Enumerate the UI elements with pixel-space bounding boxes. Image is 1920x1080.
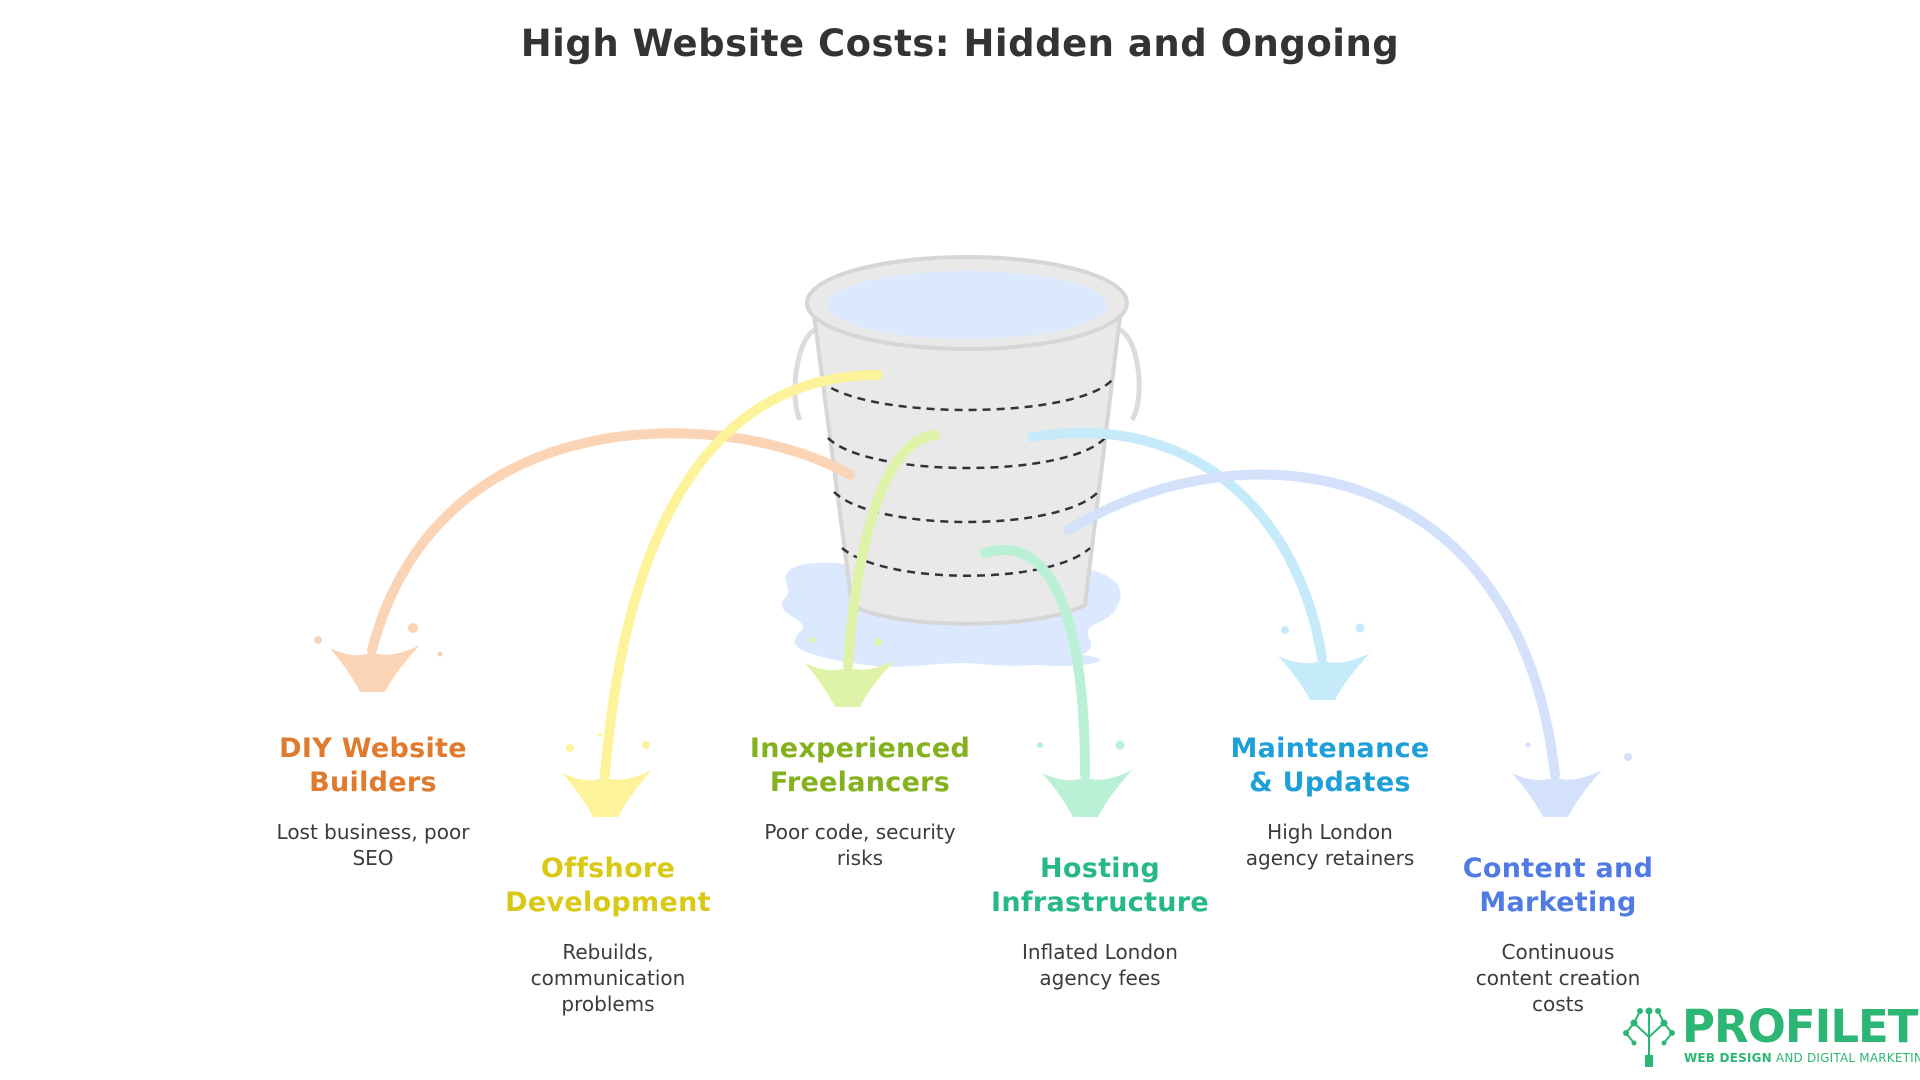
stream-hosting <box>980 545 1090 780</box>
item-maintenance-updates: Maintenance & Updates High London agency… <box>1200 732 1460 871</box>
bucket-handle <box>792 327 817 422</box>
item-inexperienced-freelancers: Inexperienced Freelancers Poor code, sec… <box>730 732 990 871</box>
stream-offshore <box>600 370 883 780</box>
item-heading: Maintenance & Updates <box>1230 733 1430 798</box>
item-heading: Content and Marketing <box>1462 853 1654 918</box>
logo-brand-text: PROFILETREE <box>1682 1000 1920 1053</box>
tree-network-icon <box>1623 1007 1675 1067</box>
splash-offshore <box>562 733 652 817</box>
item-diy-website-builders: DIY Website Builders Lost business, poor… <box>243 732 503 871</box>
stream-content <box>1063 469 1560 780</box>
item-description: High London agency retainers <box>1245 820 1415 870</box>
bucket-water <box>827 271 1107 339</box>
logo-tagline: WEB DESIGN AND DIGITAL MARKETING <box>1684 1051 1920 1065</box>
item-hosting-infrastructure: Hosting Infrastructure Inflated London a… <box>970 852 1230 991</box>
page-title: High Website Costs: Hidden and Ongoing <box>520 22 1400 65</box>
bucket-handle <box>1118 327 1142 422</box>
item-description: Lost business, poor SEO <box>276 820 470 870</box>
item-heading: Inexperienced Freelancers <box>749 733 971 798</box>
item-heading: Offshore Development <box>505 853 711 918</box>
splash-hosting <box>1037 740 1132 817</box>
stream-maintenance <box>1027 427 1327 663</box>
item-heading: Hosting Infrastructure <box>990 853 1210 918</box>
item-description: Inflated London agency fees <box>1022 940 1178 990</box>
splash-freelancers <box>805 637 895 707</box>
bucket-band <box>819 379 1113 412</box>
splash-diy <box>314 623 443 692</box>
bucket-band <box>841 547 1091 577</box>
item-offshore-development: Offshore Development Rebuilds, communica… <box>478 852 738 1017</box>
item-description: Poor code, security risks <box>764 820 956 870</box>
profiletree-logo: PROFILETREE WEB DESIGN AND DIGITAL MARKE… <box>1620 1000 1920 1069</box>
bucket-band <box>827 437 1106 470</box>
item-description: Rebuilds, communication problems <box>530 940 686 1016</box>
item-heading: DIY Website Builders <box>279 733 467 798</box>
stream-diy <box>367 428 855 655</box>
splash-maintenance <box>1278 623 1370 700</box>
bucket-body <box>809 298 1125 626</box>
item-description: Continuous content creation costs <box>1475 940 1641 1016</box>
splash-content <box>1512 742 1632 817</box>
item-content-marketing: Content and Marketing Continuous content… <box>1428 852 1688 1017</box>
puddle-small <box>1020 654 1100 666</box>
stream-freelancers <box>843 430 940 670</box>
